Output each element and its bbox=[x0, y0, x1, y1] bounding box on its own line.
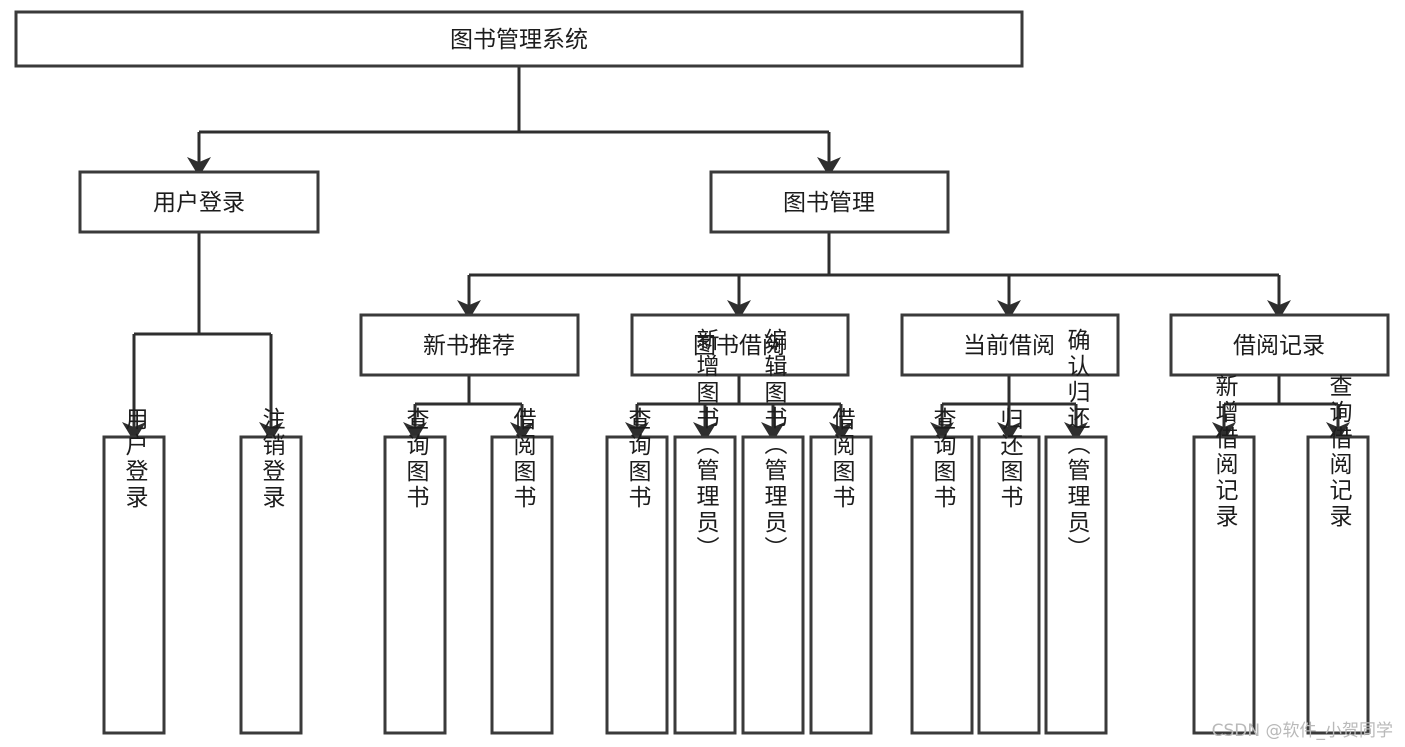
node-new-book-recommend[interactable]: 新书推荐 bbox=[359, 313, 580, 377]
connector-newbook-to-leaves bbox=[403, 375, 535, 442]
leaf-user-login-1-label: 注销登录 bbox=[258, 407, 286, 511]
leaf-user-login-1[interactable]: 注销登录 bbox=[239, 407, 303, 735]
leaf-new-book-0[interactable]: 查询图书 bbox=[383, 407, 447, 735]
connector-bookmgmt-to-level3 bbox=[457, 232, 1292, 320]
leaf-current-borrow-1[interactable]: 归还图书 bbox=[977, 407, 1041, 735]
node-book-borrow-label: 图书借阅 bbox=[693, 333, 785, 359]
leaf-current-borrow-2[interactable]: 确认归还（管理员） bbox=[1044, 328, 1108, 735]
node-current-borrow-label: 当前借阅 bbox=[963, 333, 1055, 359]
leaf-book-borrow-1[interactable]: 新增图书（管理员） bbox=[673, 328, 737, 735]
leaf-book-borrow-3[interactable]: 借阅图书 bbox=[809, 407, 873, 735]
leaf-borrow-record-1[interactable]: 查询借阅记录 bbox=[1306, 374, 1370, 735]
node-root-label: 图书管理系统 bbox=[450, 27, 588, 53]
leaf-book-borrow-0-label: 查询图书 bbox=[624, 407, 652, 511]
node-user-login-label: 用户登录 bbox=[153, 190, 245, 216]
leaf-new-book-1-label: 借阅图书 bbox=[509, 407, 537, 511]
leaf-book-borrow-1-label: 新增图书（管理员） bbox=[692, 328, 720, 562]
connector-bookborrow-to-leaves bbox=[625, 375, 854, 442]
leaf-current-borrow-0-label: 查询图书 bbox=[929, 407, 957, 511]
leaf-user-login-0-label: 用户登录 bbox=[121, 407, 149, 511]
leaf-current-borrow-1-label: 归还图书 bbox=[996, 407, 1024, 511]
leaf-user-login-0[interactable]: 用户登录 bbox=[102, 407, 166, 735]
connector-userlogin-to-leaves bbox=[122, 232, 284, 442]
node-book-borrow[interactable]: 图书借阅 bbox=[630, 313, 850, 377]
leaf-book-borrow-3-label: 借阅图书 bbox=[828, 407, 856, 511]
node-current-borrow[interactable]: 当前借阅 bbox=[900, 313, 1120, 377]
node-borrow-records-label: 借阅记录 bbox=[1233, 333, 1325, 359]
node-root-system[interactable]: 图书管理系统 bbox=[14, 10, 1024, 68]
leaf-new-book-0-label: 查询图书 bbox=[402, 407, 430, 511]
leaf-borrow-record-0-label: 新增借阅记录 bbox=[1211, 374, 1239, 530]
leaf-book-borrow-0[interactable]: 查询图书 bbox=[605, 407, 669, 735]
node-book-management[interactable]: 图书管理 bbox=[709, 170, 950, 234]
node-user-login[interactable]: 用户登录 bbox=[78, 170, 320, 234]
leaf-new-book-1[interactable]: 借阅图书 bbox=[490, 407, 554, 735]
connector-currentborrow-to-leaves bbox=[930, 375, 1089, 442]
leaf-borrow-record-1-label: 查询借阅记录 bbox=[1325, 374, 1353, 530]
connector-borrowrecord-to-leaves bbox=[1212, 375, 1351, 442]
leaf-book-borrow-2[interactable]: 编辑图书（管理员） bbox=[741, 328, 805, 735]
node-new-book-recommend-label: 新书推荐 bbox=[423, 333, 515, 359]
node-borrow-records[interactable]: 借阅记录 bbox=[1169, 313, 1390, 377]
node-book-management-label: 图书管理 bbox=[783, 190, 875, 216]
connector-root-to-level2 bbox=[187, 66, 842, 177]
leaf-current-borrow-2-label: 确认归还（管理员） bbox=[1063, 328, 1091, 562]
leaf-book-borrow-2-label: 编辑图书（管理员） bbox=[760, 328, 788, 562]
leaf-current-borrow-0[interactable]: 查询图书 bbox=[910, 407, 974, 735]
leaf-borrow-record-0[interactable]: 新增借阅记录 bbox=[1192, 374, 1256, 735]
